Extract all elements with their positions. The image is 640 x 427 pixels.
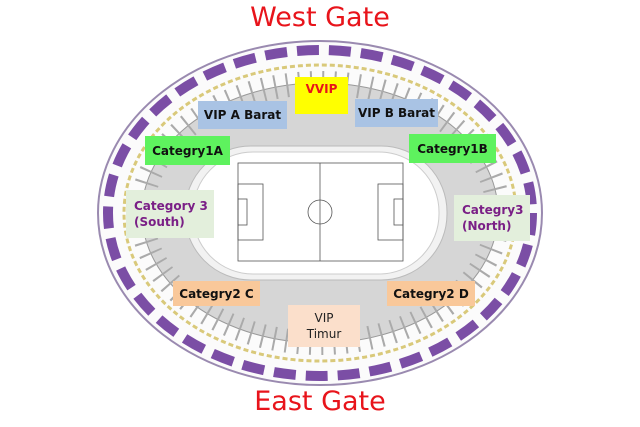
section-category1b[interactable]: Categry1B xyxy=(409,134,496,163)
section-category1a-label: Categry1A xyxy=(152,143,223,158)
section-vip-a-barat-label: VIP A Barat xyxy=(203,108,282,122)
section-vip-timur[interactable]: VIP Timur xyxy=(288,305,360,347)
section-category3-south-label: Category 3 xyxy=(134,199,208,213)
football-field xyxy=(237,162,404,262)
section-category2c-label: Categry2 C xyxy=(179,286,254,301)
outer-seating-ring xyxy=(103,45,537,381)
section-category1a[interactable]: Categry1A xyxy=(145,136,230,165)
section-category2d[interactable]: Categry2 D xyxy=(387,281,475,306)
section-vip-b-barat[interactable]: VIP B Barat xyxy=(355,99,438,127)
section-category3-north-label: Categry3 xyxy=(462,203,524,217)
section-category3-north[interactable]: Categry3 (North) xyxy=(454,195,530,241)
section-vip-timur-label: VIP xyxy=(314,311,334,325)
west-gate-label: West Gate xyxy=(250,2,390,33)
section-category3-north-sublabel: (North) xyxy=(462,219,512,233)
section-vvip-label: VVIP xyxy=(305,82,338,96)
section-category2d-label: Categry2 D xyxy=(393,286,469,301)
section-vip-a-barat[interactable]: VIP A Barat xyxy=(198,101,287,129)
section-vip-b-barat-label: VIP B Barat xyxy=(357,106,436,120)
section-category3-south-sublabel: (South) xyxy=(134,215,185,229)
section-vip-timur-sublabel: Timur xyxy=(306,327,342,341)
east-gate-label: East Gate xyxy=(254,386,386,417)
section-vvip[interactable]: VVIP xyxy=(295,77,348,114)
section-category3-south[interactable]: Category 3 (South) xyxy=(126,190,214,238)
section-category2c[interactable]: Categry2 C xyxy=(173,281,260,306)
section-category1b-label: Categry1B xyxy=(417,141,488,156)
